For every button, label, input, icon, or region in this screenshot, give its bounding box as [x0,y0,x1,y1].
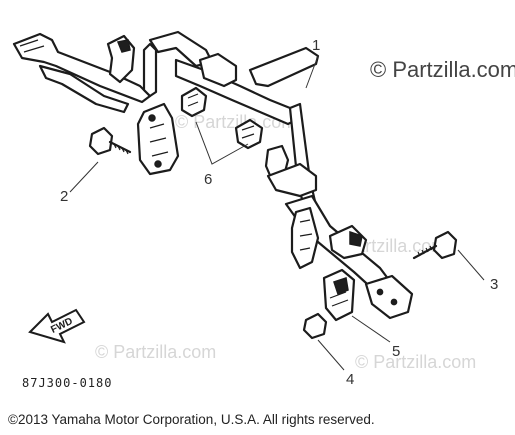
bolt-part-3 [412,230,458,260]
callout-6: 6 [204,171,212,188]
damper-block-part-5 [322,268,356,322]
callout-3: 3 [490,276,498,293]
callout-4: 4 [346,371,354,388]
diagram-number: 87J300-0180 [22,376,112,390]
clamp-part-6 [180,86,264,150]
bolt-part-2 [88,126,132,156]
watermark-faint-1: © Partzilla.com [175,112,296,132]
watermark-main: © Partzilla.com [370,57,515,82]
exploded-parts-diagram: © Partzilla.com © Partzilla.com © Partzi… [12,30,515,390]
nut-part-4 [302,312,328,340]
callout-1: 1 [312,37,320,54]
watermark-faint-3: © Partzilla.com [95,342,216,362]
watermark-faint-4: © Partzilla.com [355,352,476,372]
callout-2: 2 [60,188,68,205]
bracket-frame-part-1 [12,30,414,320]
forward-direction-arrow: FWD [28,308,86,344]
leader-lines [69,55,485,371]
callout-5: 5 [392,343,400,360]
copyright-notice: ©2013 Yamaha Motor Corporation, U.S.A. A… [8,412,375,427]
